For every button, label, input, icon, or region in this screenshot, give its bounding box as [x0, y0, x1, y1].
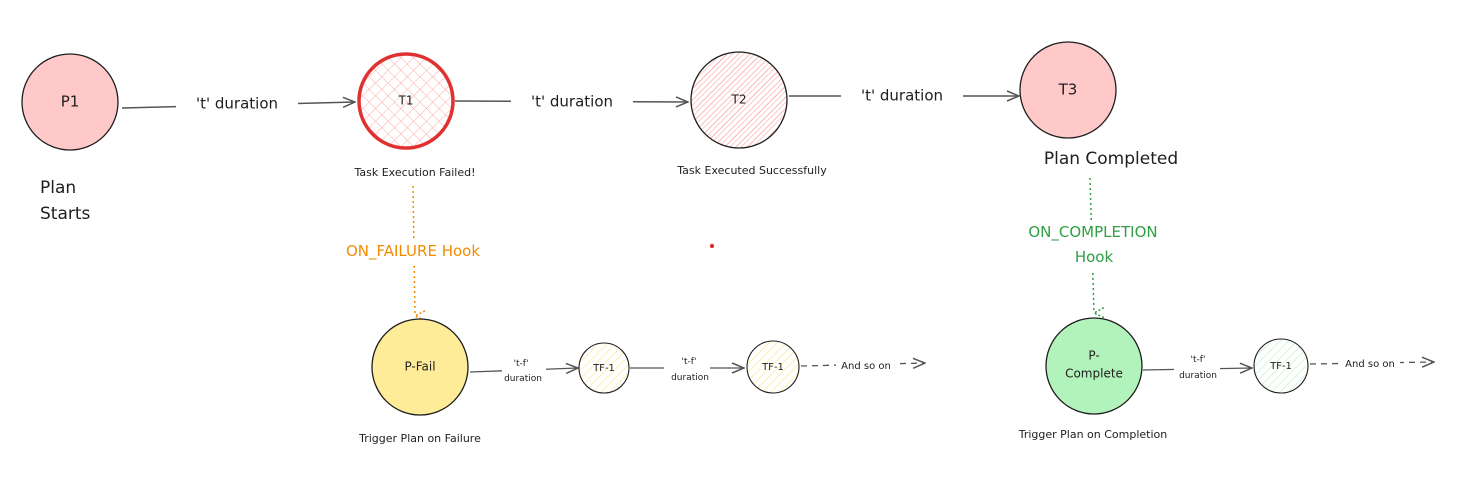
node-t1-label: T1	[398, 94, 414, 108]
edge-pcomplete-tf1-label-bottom: duration	[1179, 371, 1217, 381]
edge-p1-t1-label: 't' duration	[196, 95, 278, 113]
node-p1: P1	[21, 53, 119, 151]
on-completion-hook-label-line2: Hook	[1075, 248, 1114, 266]
node-tf1-c: TF-1	[1253, 338, 1309, 394]
edge-label-bg	[502, 356, 546, 384]
node-t3: T3	[1019, 41, 1117, 139]
on-failure-hook-label: ON_FAILURE Hook	[346, 242, 480, 261]
edge-tf1c-more-label: And so on	[1345, 359, 1395, 370]
edge-label-bg	[664, 356, 710, 384]
node-t3-label: T3	[1058, 81, 1078, 99]
edge-pcomplete-tf1-label-top: 't-f'	[1191, 355, 1206, 365]
node-t2: T2	[690, 51, 788, 149]
node-tf1-c-label: TF-1	[1269, 361, 1292, 372]
edge-tf1-tf1-label-top: 't-f'	[682, 357, 697, 367]
node-p-complete: P- Complete	[1045, 317, 1143, 415]
caption-p-complete: Trigger Plan on Completion	[1018, 428, 1168, 441]
node-tf1-b-label: TF-1	[761, 362, 784, 373]
edge-label-bg	[1340, 355, 1400, 371]
edge-tf1c-more	[1309, 362, 1434, 364]
node-p-fail: P-Fail	[371, 318, 469, 416]
plan-starts-label-line1: Plan	[40, 178, 76, 198]
edge-label-bg	[841, 84, 963, 108]
edge-label-bg	[836, 357, 896, 373]
edge-label-bg	[176, 92, 298, 116]
node-p-complete-label-line2: Complete	[1065, 367, 1123, 381]
caption-t1: Task Execution Failed!	[353, 166, 475, 179]
edge-t2-t3-label: 't' duration	[861, 87, 943, 105]
on-completion-hook-label-line1: ON_COMPLETION	[1028, 223, 1157, 242]
edge-tf1-more	[800, 363, 925, 366]
node-tf1-a-label: TF-1	[592, 363, 615, 374]
edge-label-bg	[1174, 354, 1220, 382]
node-p-fail-label: P-Fail	[404, 360, 435, 374]
node-t2-label: T2	[731, 93, 747, 107]
edge-t1-t2-label: 't' duration	[531, 93, 613, 111]
hook-label-bg	[1000, 220, 1190, 270]
edge-tf1-tf1-label-bottom: duration	[671, 373, 709, 383]
caption-p-fail: Trigger Plan on Failure	[358, 432, 481, 445]
node-tf1-b: TF-1	[746, 340, 800, 394]
caption-t2: Task Executed Successfully	[676, 164, 827, 177]
edge-pfail-tf1-label-bottom: duration	[504, 374, 542, 384]
caption-t3: Plan Completed	[1044, 149, 1178, 169]
plan-starts-label-line2: Starts	[40, 204, 91, 224]
hook-label-bg	[318, 238, 508, 264]
node-t1: T1	[357, 52, 455, 150]
node-p-complete-label-line1: P-	[1088, 349, 1099, 363]
edge-tf1-more-label: And so on	[841, 361, 891, 372]
edge-pfail-tf1-label-top: 't-f'	[514, 359, 529, 369]
edge-label-bg	[511, 90, 633, 114]
node-tf1-a: TF-1	[578, 342, 630, 394]
node-p1-label: P1	[61, 93, 80, 111]
stray-dot	[709, 243, 715, 249]
